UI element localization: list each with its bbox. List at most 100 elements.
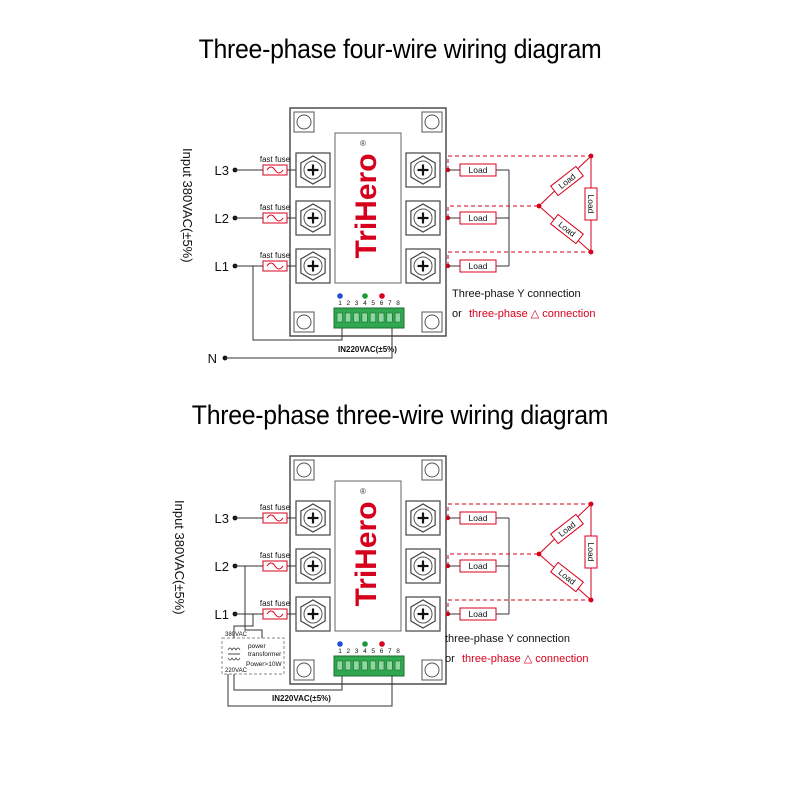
- output-terminal-2: [405, 200, 441, 236]
- control-terminal-slot: [344, 660, 352, 671]
- transformer-secondary-wire-b: [227, 674, 393, 707]
- mounting-hole: [296, 662, 312, 678]
- load-label: Load: [469, 261, 488, 271]
- registered-mark: ®: [360, 487, 366, 496]
- load-label: Load: [469, 561, 488, 571]
- or-text: or: [445, 653, 455, 665]
- transformer-primary-label: 380VAC: [225, 632, 248, 638]
- registered-mark: ®: [360, 139, 366, 148]
- terminal-number: 5: [371, 300, 375, 307]
- control-terminal-slot: [336, 312, 343, 323]
- fast-fuse-label: fast fuse: [260, 203, 291, 212]
- control-voltage-label: IN220VAC(±5%): [272, 694, 331, 703]
- fuse-element: [266, 166, 284, 174]
- output-terminal-1: [405, 152, 441, 188]
- load-label: Load: [586, 543, 596, 562]
- control-terminal-slot: [369, 312, 377, 323]
- load-label: Load: [469, 165, 488, 175]
- terminal-number: 6: [380, 648, 384, 655]
- input-terminal-1: [295, 152, 331, 188]
- control-voltage-label: IN220VAC(±5%): [338, 345, 397, 354]
- terminal-number: 5: [371, 648, 375, 655]
- phase-label-l1: L1: [215, 607, 229, 622]
- delta-wire-bot: [447, 599, 591, 614]
- load-resistor: Load: [549, 213, 585, 245]
- control-terminal-slot: [378, 312, 385, 323]
- control-phase-wire: [252, 266, 343, 341]
- mounting-hole: [424, 114, 440, 130]
- load-label: Load: [469, 513, 488, 523]
- control-terminal-slot: [361, 312, 368, 323]
- diagram-title-three-wire: Three-phase three-wire wiring diagram: [191, 400, 609, 430]
- terminal-number: 1: [338, 300, 342, 307]
- transformer-power-rating: Power>10W: [246, 661, 282, 668]
- fast-fuse-label: fast fuse: [260, 551, 291, 560]
- load-box: [549, 561, 585, 593]
- control-terminal-block: [333, 307, 405, 329]
- control-terminal-slot: [378, 660, 385, 671]
- output-terminal-2: [405, 548, 441, 584]
- transformer-primary-wire-l1: [233, 614, 254, 638]
- phase-label-l3: L3: [215, 163, 229, 178]
- input-terminal-2: [295, 548, 331, 584]
- delta-node: [588, 597, 594, 603]
- input-terminal-3: [295, 248, 331, 284]
- load-label: Load: [469, 609, 488, 619]
- phase-label-l3: L3: [215, 511, 229, 526]
- load-box: [549, 213, 585, 245]
- led-blue: [337, 641, 343, 647]
- transformer-coil-icon: [227, 647, 241, 661]
- transformer-secondary-wire-a: [233, 674, 343, 691]
- y-connection-text: Three-phase Y connection: [452, 288, 581, 300]
- led-green: [362, 293, 368, 299]
- delta-node: [588, 153, 594, 159]
- terminal-number: 1: [338, 648, 342, 655]
- input-voltage-label: Input 380VAC(±5%): [172, 500, 187, 615]
- terminal-number: 2: [346, 300, 350, 307]
- fuse-element: [266, 214, 284, 222]
- mounting-hole: [296, 314, 312, 330]
- phase-label-l1: L1: [215, 259, 229, 274]
- load-resistor: Load: [584, 535, 598, 569]
- load-label: Load: [586, 195, 596, 214]
- terminal-number: 8: [396, 300, 400, 307]
- delta-node: [588, 501, 594, 507]
- output-terminal-3: [405, 596, 441, 632]
- led-green: [362, 641, 368, 647]
- terminal-number: 7: [388, 648, 392, 655]
- delta-connection-text: three-phase △ connection: [462, 653, 588, 665]
- transformer-secondary-label: 220VAC: [225, 668, 248, 674]
- mounting-hole: [296, 114, 312, 130]
- transformer-primary-wire-l2: [244, 566, 263, 638]
- terminal-number: 3: [355, 648, 359, 655]
- control-terminal-slot: [344, 312, 352, 323]
- fast-fuse-label: fast fuse: [260, 251, 291, 260]
- control-terminal-slot: [336, 660, 343, 671]
- control-terminal-slot: [386, 312, 393, 323]
- label-panel: [334, 132, 402, 284]
- terminal-number: 6: [380, 300, 384, 307]
- delta-node: [536, 203, 542, 209]
- terminal-number: 4: [363, 300, 367, 307]
- delta-node: [536, 551, 542, 557]
- output-terminal-1: [405, 500, 441, 536]
- led-red: [379, 641, 385, 647]
- delta-connection-text: three-phase △ connection: [469, 308, 595, 320]
- terminal-number: 4: [363, 648, 367, 655]
- control-terminal-slot: [394, 312, 401, 323]
- led-blue: [337, 293, 343, 299]
- fuse-element: [266, 514, 284, 522]
- neutral-label: N: [208, 351, 217, 366]
- load-resistor: Load: [459, 511, 497, 525]
- load-resistor: Load: [584, 187, 598, 221]
- load-resistor: Load: [459, 211, 497, 225]
- delta-node: [588, 249, 594, 255]
- terminal-number: 8: [396, 648, 400, 655]
- mounting-hole: [424, 314, 440, 330]
- phase-label-l2: L2: [215, 211, 229, 226]
- input-terminal-1: [295, 500, 331, 536]
- fast-fuse-label: fast fuse: [260, 599, 291, 608]
- control-terminal-slot: [361, 660, 368, 671]
- load-resistor: Load: [459, 259, 497, 273]
